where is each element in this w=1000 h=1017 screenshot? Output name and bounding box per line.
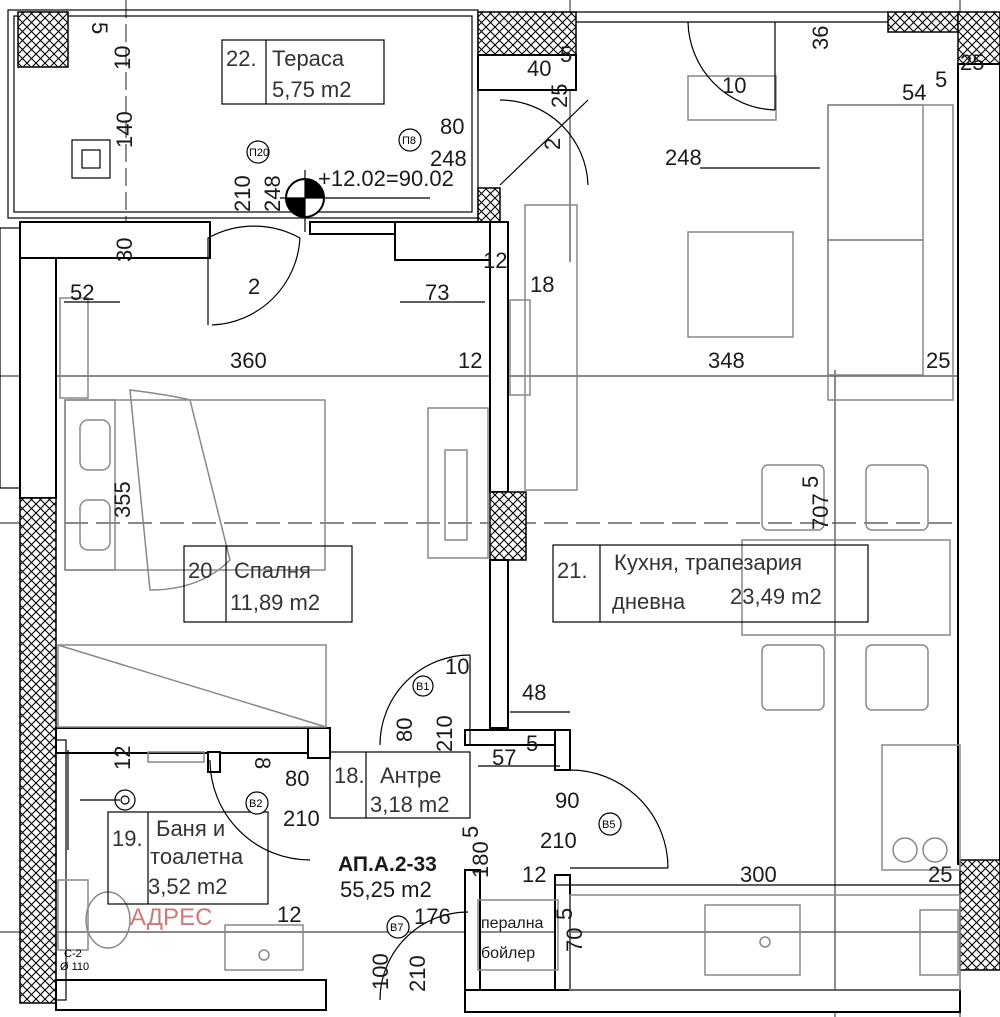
dimensions: 5 10 140 210 248 2 30 80 248 2 40 5 25 3…	[70, 22, 984, 992]
room-name: Антре	[380, 763, 441, 788]
dim: 30	[112, 238, 137, 262]
level-text: +12.02=90.02	[318, 166, 454, 191]
dim: 248	[665, 145, 702, 170]
room-area: 23,49 m2	[730, 584, 822, 609]
room-area: 11,89 m2	[230, 590, 320, 615]
dim: 360	[230, 348, 267, 373]
dim: 73	[425, 280, 449, 305]
dim: 248	[260, 175, 285, 212]
dim: 12	[277, 902, 301, 927]
room-name: Тераса	[272, 46, 345, 71]
door-tag: П20	[249, 147, 269, 159]
dim: 48	[522, 680, 546, 705]
room-number: 18.	[334, 763, 365, 788]
dim: 2	[248, 274, 260, 299]
furniture	[57, 75, 961, 991]
dim: 80	[392, 718, 417, 742]
dim: 18	[530, 272, 554, 297]
dim-sup: 5	[935, 67, 947, 92]
dim: 12	[522, 862, 546, 887]
laundry-line1: перална	[481, 915, 544, 932]
room-label-bedroom: 20 Спалня 11,89 m2	[183, 545, 353, 623]
dim: 5	[87, 22, 112, 34]
dim: 707	[808, 493, 833, 530]
dim: 25	[926, 348, 950, 373]
room-label-hall: 18. Антре 3,18 m2	[329, 751, 471, 819]
dim: 52	[70, 280, 94, 305]
room-area: 3,18 m2	[370, 792, 450, 817]
apartment-code: АП.А.2-33	[338, 853, 437, 876]
dim: 80	[440, 114, 464, 139]
room-name-line2: тоалетна	[150, 844, 244, 869]
level-marker	[280, 170, 430, 232]
dim-sup: 5	[526, 731, 538, 756]
apartment-label: АП.А.2-33 55,25 m2	[338, 853, 437, 902]
dim: 2	[540, 138, 565, 150]
dim-sup: 5	[560, 42, 572, 67]
dim: 300	[740, 862, 777, 887]
dim-sup: 5	[552, 908, 577, 920]
room-label-terrace: 22. Тераса 5,75 m2	[221, 39, 385, 105]
door-tag: С-2	[64, 948, 82, 960]
dim: 100	[368, 953, 393, 990]
dim: 248	[430, 146, 467, 171]
dim: 90	[555, 788, 579, 813]
laundry-line2: бойлер	[481, 945, 535, 962]
room-number: 22.	[226, 46, 257, 71]
door-tag: П8	[402, 135, 416, 147]
room-label-bath: 19. Баня и тоалетна 3,52 m2	[107, 811, 269, 905]
door-tag: В1	[416, 681, 429, 693]
room-area: 3,52 m2	[148, 874, 228, 899]
door-tag: В5	[602, 819, 615, 831]
dim: 210	[405, 955, 430, 992]
laundry-label: перална бойлер	[481, 915, 544, 962]
dim: 25	[928, 862, 952, 887]
room-number: 19.	[112, 826, 143, 851]
dim: 36	[808, 26, 833, 50]
dim: 25	[960, 50, 984, 75]
room-label-kitchen: 21. Кухня, трапезария дневна 23,49 m2	[552, 544, 869, 623]
dim-sup: 5	[798, 476, 823, 488]
door-tag: В7	[390, 922, 403, 934]
dim: 210	[432, 715, 457, 752]
room-name: Баня и	[156, 816, 225, 841]
dim: 70	[562, 928, 587, 952]
room-name: Кухня, трапезария	[614, 550, 802, 575]
dim: 180	[468, 841, 493, 878]
dim: 210	[540, 828, 577, 853]
door-tags: П20 П8 В1 В2 В5 В7 С-2 Ø 110	[60, 128, 622, 973]
dim: 10	[722, 73, 746, 98]
dim: 8	[250, 757, 275, 769]
room-number: 20	[188, 558, 212, 583]
pipe-diameter: Ø 110	[60, 961, 89, 973]
dim-sup: 5	[458, 826, 483, 838]
door-tag: В2	[249, 798, 262, 810]
dim: 40	[527, 56, 551, 81]
room-name: Спалня	[234, 558, 311, 583]
dim: 12	[110, 746, 135, 770]
dimension-ticks	[64, 167, 960, 886]
dim: 12	[458, 348, 482, 373]
room-number: 21.	[557, 558, 588, 583]
dim: 140	[112, 111, 137, 148]
doors	[207, 21, 776, 1001]
dim: 25	[547, 84, 572, 108]
dim: 80	[285, 766, 309, 791]
apartment-area: 55,25 m2	[340, 877, 432, 902]
dim: 176	[414, 904, 451, 929]
room-area: 5,75 m2	[272, 77, 352, 102]
dim: 210	[283, 806, 320, 831]
dim: 10	[445, 654, 469, 679]
watermark: АДРЕС	[130, 904, 212, 931]
dim: 348	[708, 348, 745, 373]
dim: 10	[110, 46, 135, 70]
dim: 12	[483, 248, 507, 273]
dim: 210	[230, 175, 255, 212]
dim: 355	[110, 481, 135, 518]
room-name-line2: дневна	[612, 589, 686, 614]
dim: 54	[902, 80, 926, 105]
